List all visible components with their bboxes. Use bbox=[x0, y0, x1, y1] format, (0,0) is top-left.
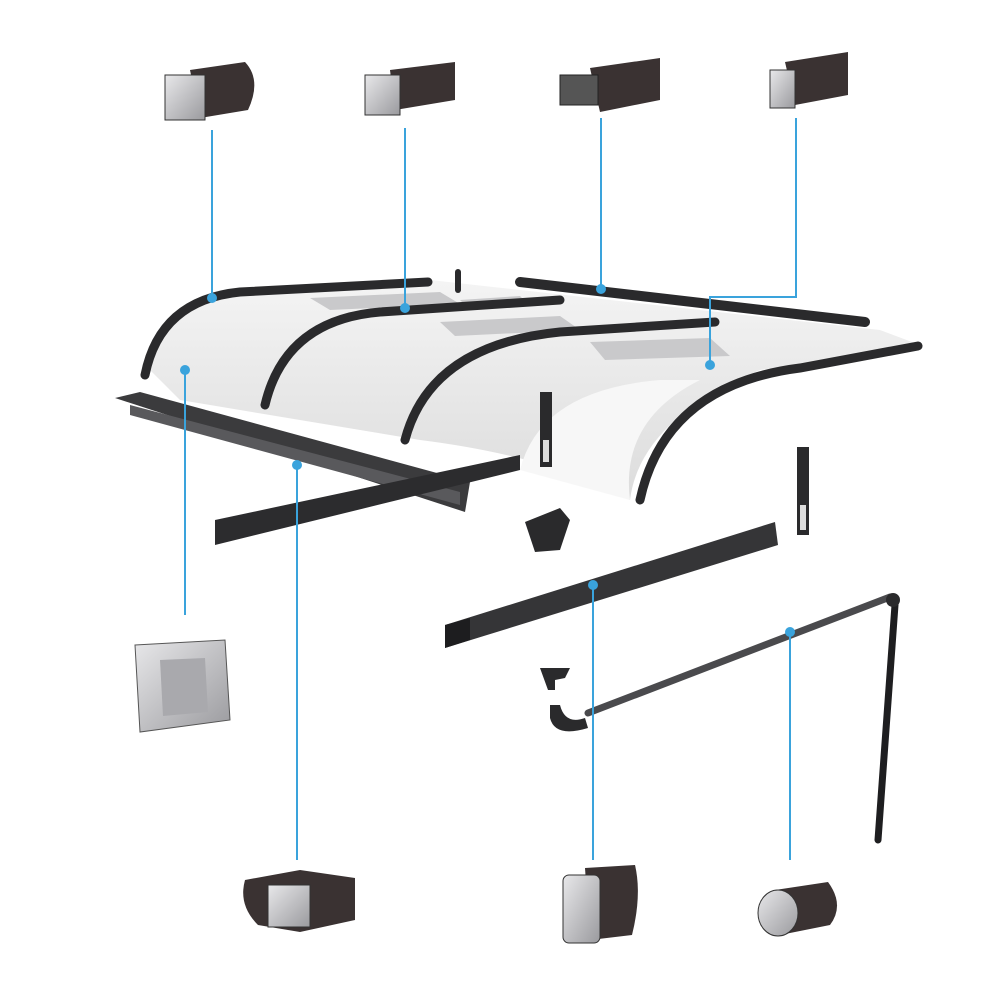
leader-dots bbox=[180, 284, 795, 637]
leader-lines bbox=[184, 118, 797, 860]
top-profile-3 bbox=[559, 58, 660, 112]
bottom-profile-3 bbox=[757, 882, 838, 937]
bottom-profile-1 bbox=[243, 870, 355, 932]
top-profile-2 bbox=[364, 62, 455, 116]
curved-rafters bbox=[140, 269, 923, 505]
front-gutter bbox=[115, 392, 778, 648]
support-posts bbox=[584, 593, 900, 844]
fittings bbox=[525, 392, 809, 732]
bottom-profile-2 bbox=[562, 865, 638, 944]
canopy-sheets bbox=[150, 280, 920, 500]
top-profile-4 bbox=[769, 52, 848, 109]
side-profile bbox=[134, 639, 231, 733]
top-profile-1 bbox=[164, 62, 255, 121]
